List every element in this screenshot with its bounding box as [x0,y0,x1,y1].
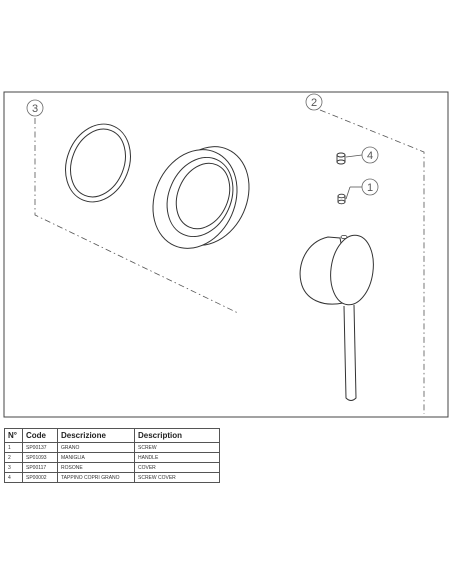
svg-text:2: 2 [311,97,317,109]
header-description: Description [134,428,220,443]
cell-descrizione: TAPPINO COPRI GRANO [57,472,135,483]
svg-text:1: 1 [367,182,373,194]
leader-lines [345,154,363,200]
cell-descrizione: MANIGLIA [57,452,135,463]
table-row: 4 SP00002 TAPPINO COPRI GRANO SCREW COVE… [4,472,220,483]
callout-2: 2 [305,93,323,111]
handle-part [299,234,374,401]
cell-code: SP00002 [22,472,58,483]
cell-number: 4 [4,472,23,483]
callout-1: 1 [361,178,379,196]
table-row: 3 SP00117 ROSONE COVER [4,462,220,473]
cell-description: SCREW [134,442,220,453]
cell-code: SP01093 [22,452,58,463]
cell-descrizione: GRANO [57,442,135,453]
screw-part [337,193,346,205]
svg-text:3: 3 [32,103,38,115]
alignment-lines [34,109,425,414]
header-code: Code [22,428,58,443]
cell-code: SP00117 [22,462,58,473]
table-row: 2 SP01093 MANIGLIA HANDLE [4,452,220,463]
drawing-frame [3,91,449,418]
cell-description: COVER [134,462,220,473]
cell-number: 3 [4,462,23,473]
alignment-line-left [34,118,239,314]
parts-table-header: N° Code Descrizione Description [4,428,220,443]
cell-descrizione: ROSONE [57,462,135,473]
table-row: 1 SP00137 GRANO SCREW [4,442,220,453]
cell-number: 2 [4,452,23,463]
header-descrizione: Descrizione [57,428,135,443]
cover-rosone-part [152,146,250,249]
screw-cover-part [336,152,346,165]
callout-4: 4 [361,146,379,164]
cell-description: SCREW COVER [134,472,220,483]
callout-3: 3 [26,99,44,117]
cell-code: SP00137 [22,442,58,453]
flat-ring-part [65,123,131,203]
handle-lever [343,304,357,401]
cell-description: HANDLE [134,452,220,463]
parts-table: N° Code Descrizione Description 1 SP0013… [4,428,220,483]
alignment-line-right [319,109,425,414]
svg-text:4: 4 [367,150,373,162]
cell-number: 1 [4,442,23,453]
header-number: N° [4,428,23,443]
